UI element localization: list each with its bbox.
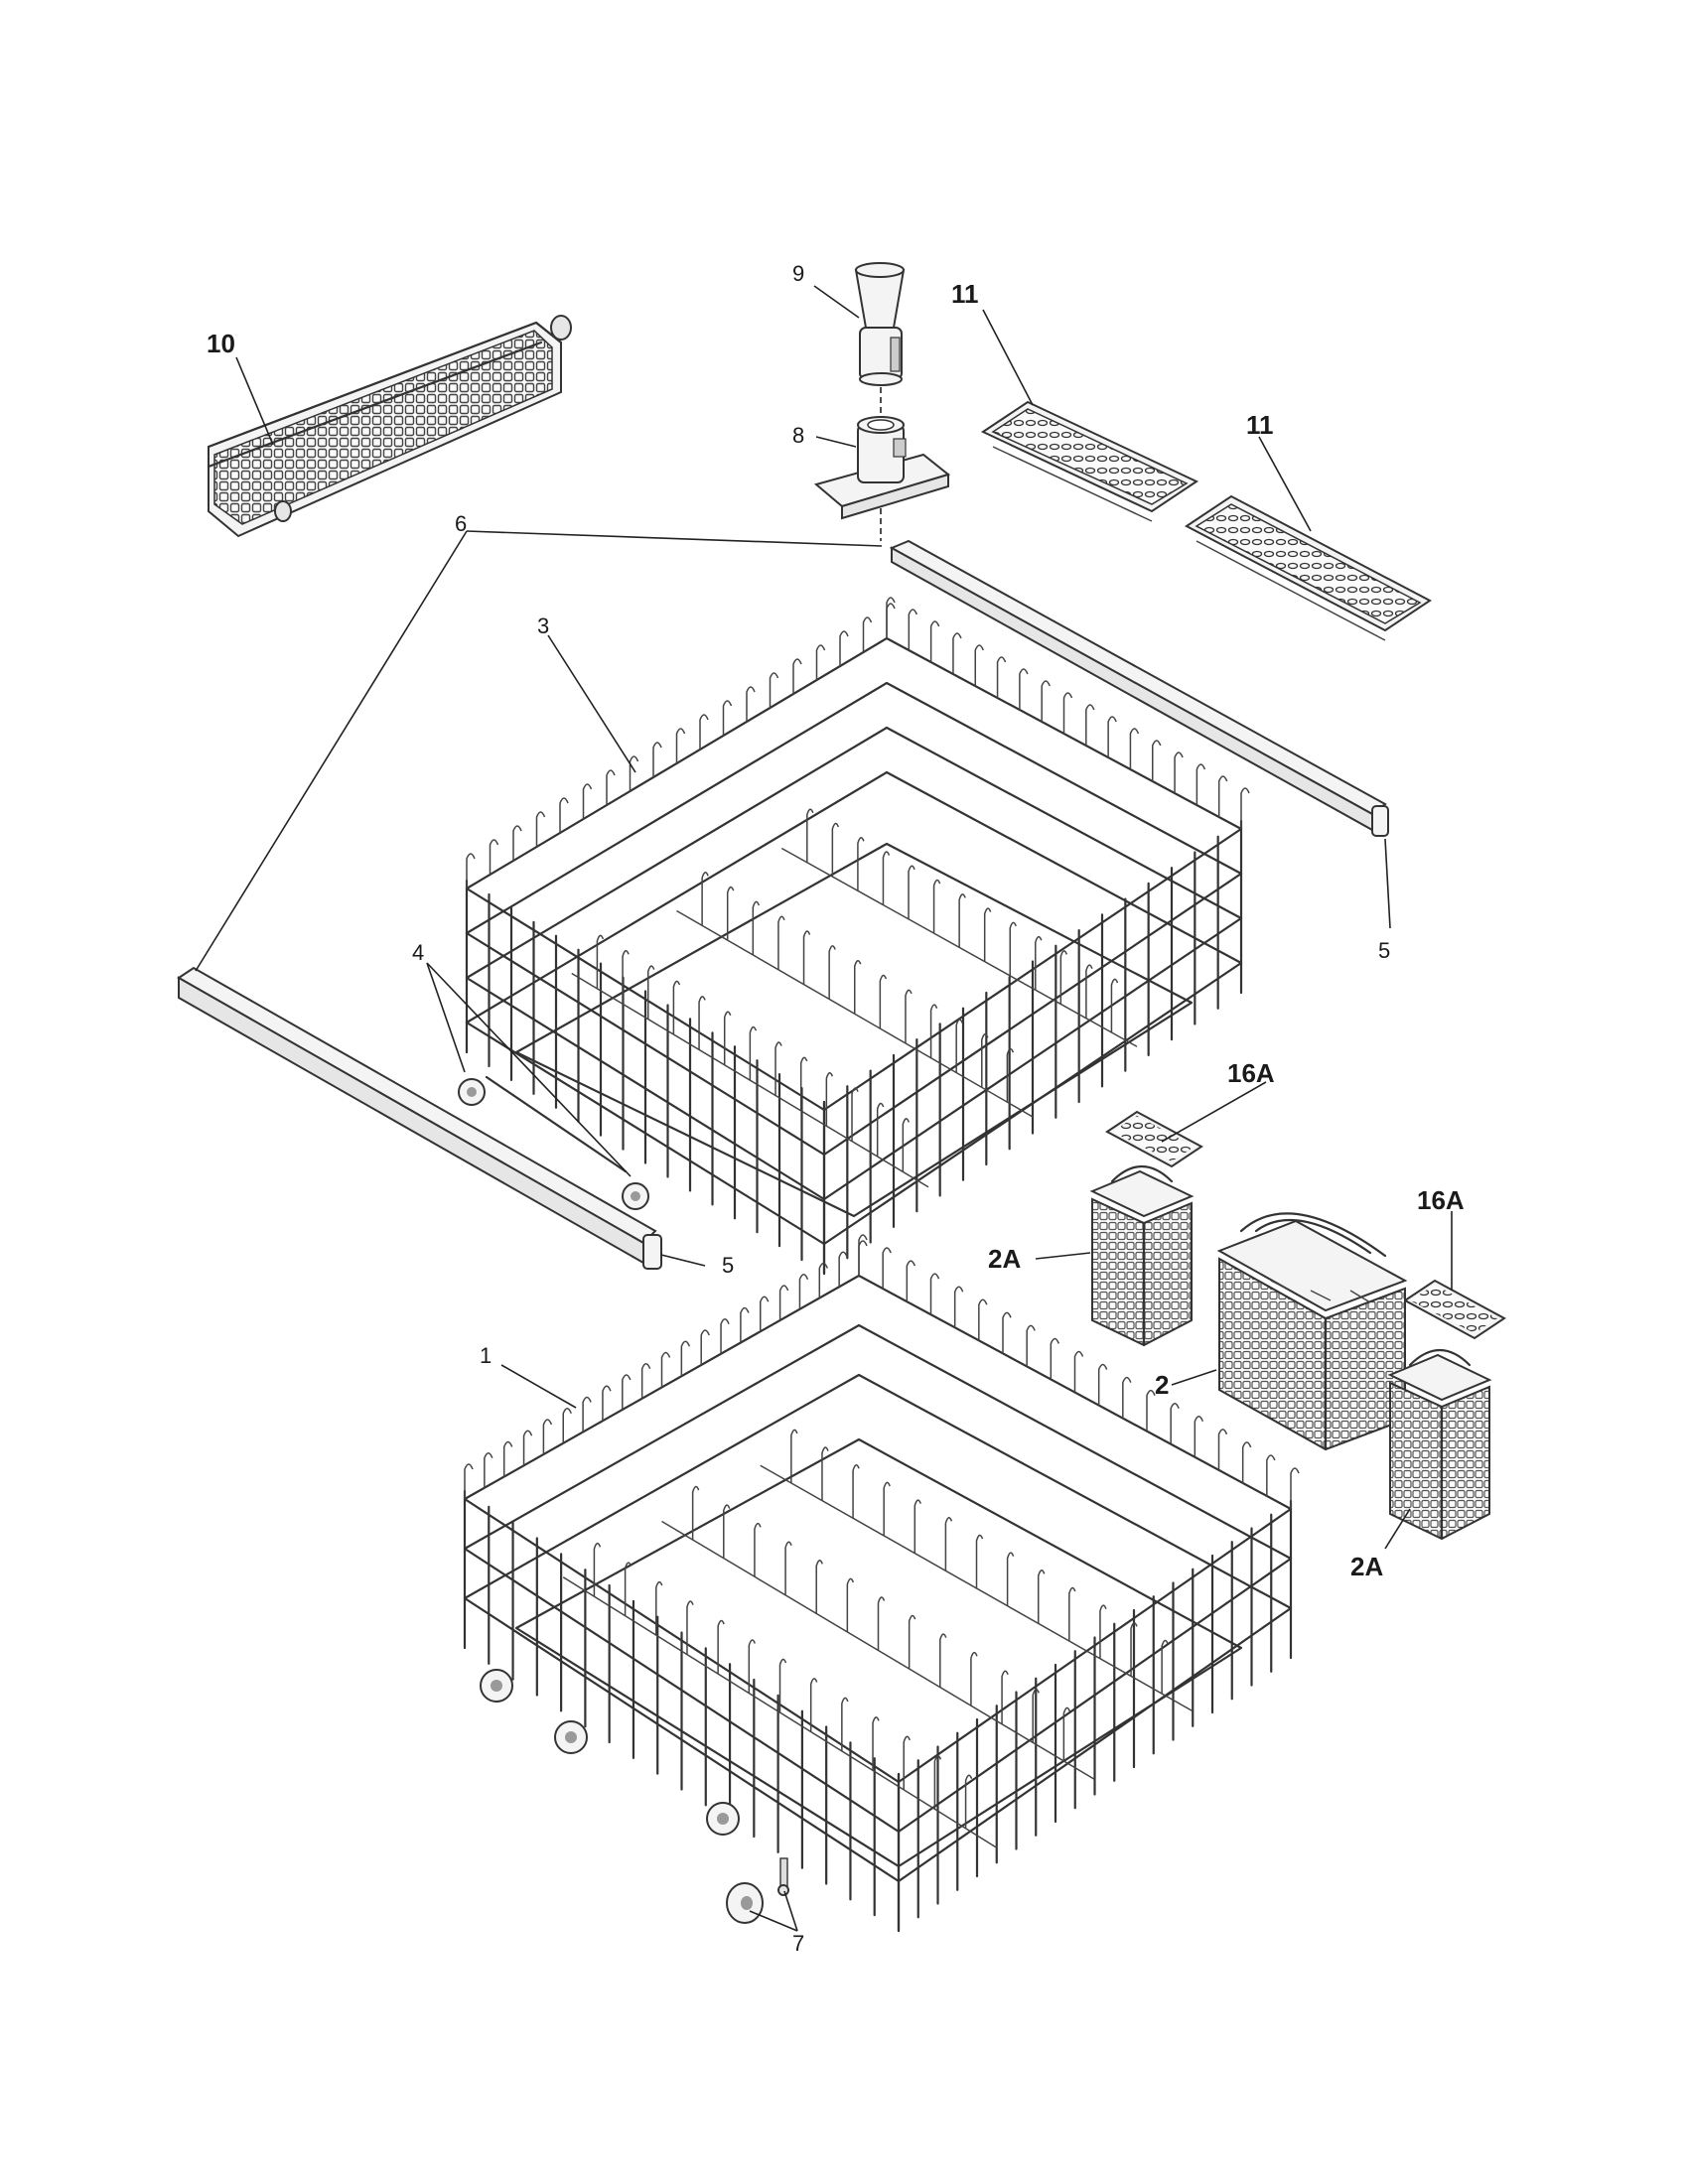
callout-2: 2 bbox=[1155, 1370, 1169, 1400]
callout-11-lower: 11 bbox=[1246, 410, 1274, 440]
callout-7: 7 bbox=[792, 1931, 804, 1956]
spray-nozzle-part bbox=[854, 262, 906, 386]
callout-6: 6 bbox=[455, 511, 467, 536]
small-silverware-basket-left bbox=[1089, 1165, 1195, 1347]
lower-rack-wheel bbox=[480, 1669, 513, 1703]
leader-lines bbox=[195, 285, 1453, 1932]
callout-9: 9 bbox=[792, 261, 804, 286]
callout-2a-left: 2A bbox=[988, 1244, 1021, 1274]
callout-4: 4 bbox=[412, 940, 424, 965]
callout-2a-right: 2A bbox=[1350, 1552, 1383, 1581]
upper-dish-rack bbox=[458, 597, 1250, 1276]
basket-cover-right bbox=[1403, 1279, 1506, 1340]
rack-track-left bbox=[177, 966, 662, 1270]
callout-11-upper: 11 bbox=[951, 279, 979, 309]
lower-rack-wheel bbox=[706, 1802, 740, 1836]
callout-1: 1 bbox=[480, 1343, 492, 1368]
lower-dish-rack bbox=[463, 1234, 1300, 1933]
callout-5-right: 5 bbox=[1378, 938, 1390, 963]
callout-16a-upper: 16A bbox=[1227, 1058, 1275, 1088]
long-silverware-basket bbox=[207, 315, 572, 538]
callout-5-left: 5 bbox=[722, 1253, 734, 1278]
callout-10: 10 bbox=[207, 329, 235, 358]
basket-cover-upper bbox=[1105, 1110, 1203, 1168]
rack-wheel-and-axle bbox=[726, 1857, 789, 1924]
manifold-part bbox=[813, 416, 951, 520]
tine-rail-upper bbox=[980, 400, 1199, 522]
rack-track-right bbox=[889, 539, 1389, 837]
large-silverware-basket bbox=[1216, 1212, 1408, 1451]
tine-rail-lower bbox=[1185, 494, 1432, 641]
lower-rack-wheel bbox=[554, 1720, 588, 1754]
callout-labels: 10 9 8 11 11 6 3 5 4 16A 16A 5 2A 1 2 2A… bbox=[207, 261, 1465, 1956]
callout-3: 3 bbox=[537, 614, 549, 638]
callout-8: 8 bbox=[792, 423, 804, 448]
small-silverware-basket-right bbox=[1387, 1349, 1492, 1541]
callout-16a-right: 16A bbox=[1417, 1185, 1465, 1215]
